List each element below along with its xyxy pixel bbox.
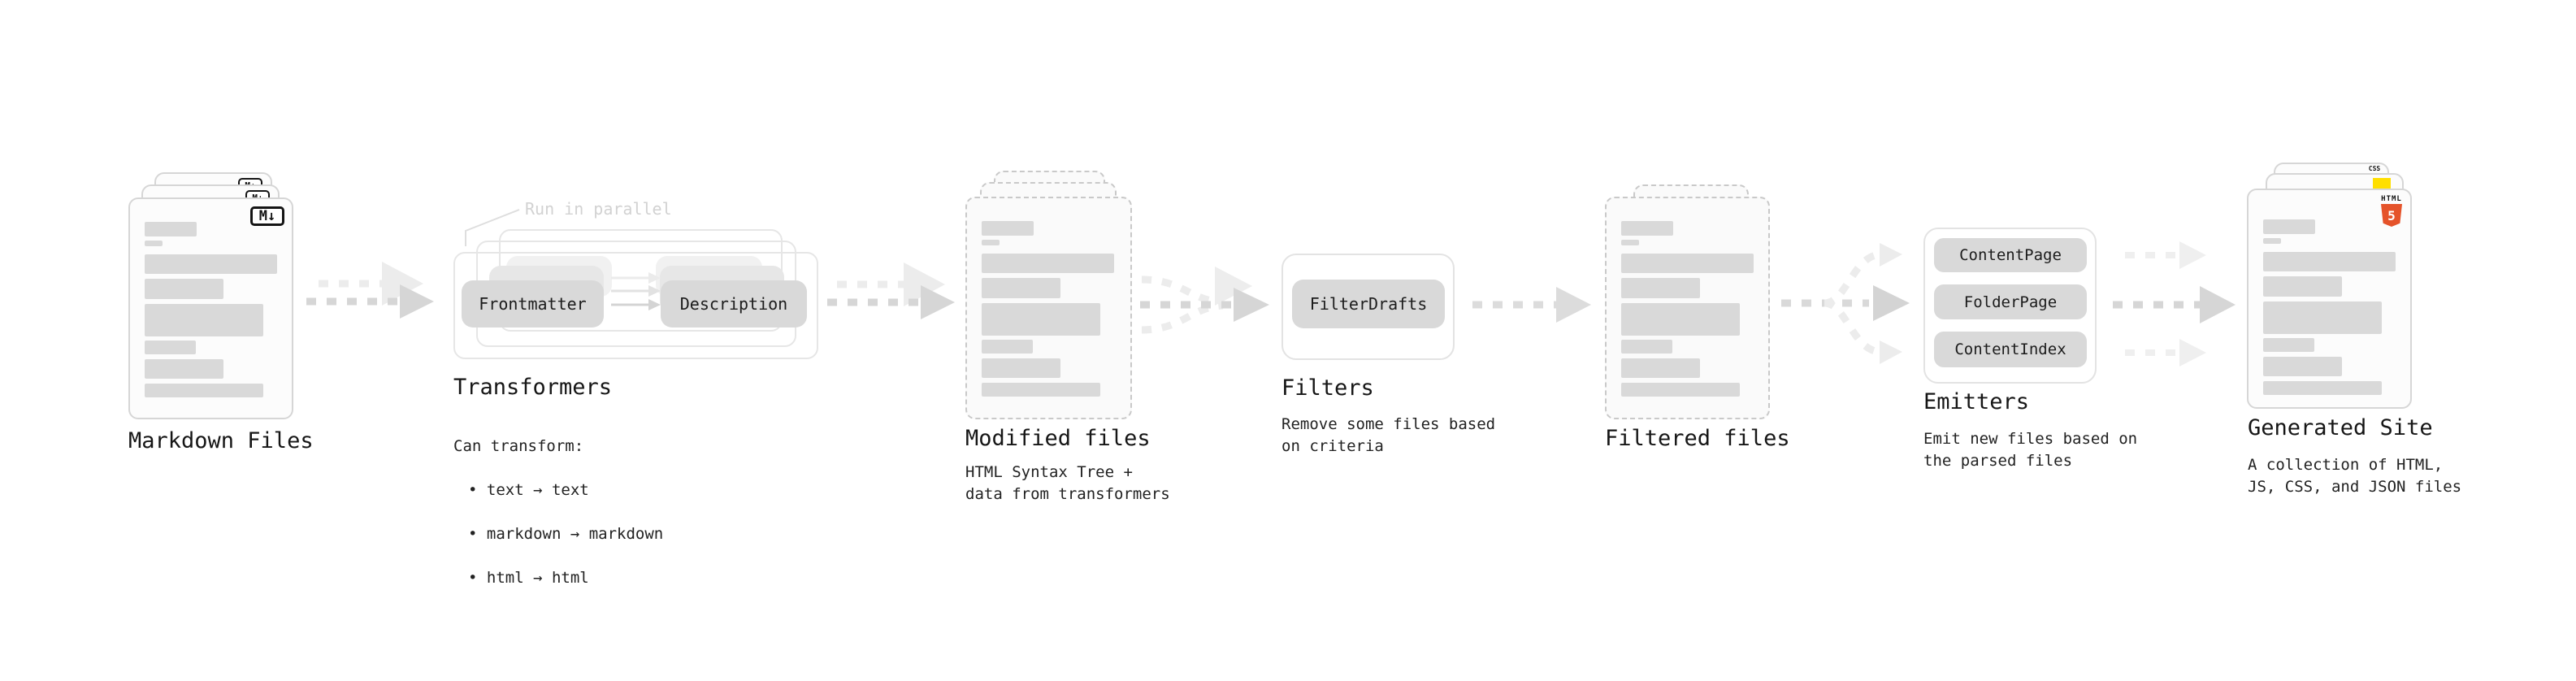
- stage-subtitle-generated-site: A collection of HTML, JS, CSS, and JSON …: [2248, 456, 2462, 496]
- html5-icon: HTML 5: [2379, 195, 2404, 227]
- arrow-emitters-to-generated: [2113, 241, 2236, 367]
- markdown-file-front: M↓: [128, 197, 293, 419]
- arrow-transformers-to-modified: [827, 262, 955, 319]
- stage-subtitle-filters: Remove some files based on criteria: [1281, 415, 1496, 455]
- arrow-markdown-to-transformers: [306, 262, 434, 319]
- stage-subtitle-modified-files: HTML Syntax Tree + data from transformer…: [965, 463, 1170, 503]
- stage-title-modified-files: Modified files: [965, 426, 1151, 451]
- document-text-placeholder: [145, 222, 277, 397]
- run-in-parallel-note: Run in parallel: [525, 199, 672, 219]
- stage-title-transformers: Transformers: [453, 375, 613, 400]
- pill-filterdrafts: FilterDrafts: [1292, 280, 1445, 328]
- generated-file-html: HTML 5: [2247, 189, 2412, 409]
- modified-file-front: [965, 197, 1132, 419]
- stage-title-filtered-files: Filtered files: [1605, 426, 1790, 451]
- document-text-placeholder: [1621, 221, 1754, 397]
- stage-title-generated-site: Generated Site: [2248, 415, 2433, 440]
- pill-folderpage: FolderPage: [1934, 284, 2087, 319]
- stage-subtitle-emitters: Emit new files based on the parsed files: [1923, 430, 2138, 470]
- markdown-icon: M↓: [250, 206, 284, 226]
- stage-title-filters: Filters: [1281, 375, 1374, 401]
- stage-subtitle-transformers: Can transform: • text → text • markdown …: [453, 437, 664, 587]
- document-text-placeholder: [2263, 219, 2396, 395]
- document-text-placeholder: [982, 221, 1116, 397]
- arrow-modified-to-filters-converging: [1140, 267, 1269, 334]
- pill-contentpage: ContentPage: [1934, 238, 2087, 272]
- pill-frontmatter: Frontmatter: [462, 280, 604, 327]
- filtered-file-front: [1605, 197, 1770, 419]
- transformer-box-front: [453, 252, 818, 359]
- arrow-filtered-to-emitters-fork: [1781, 243, 1910, 364]
- stage-title-emitters: Emitters: [1923, 389, 2030, 414]
- pill-contentindex: ContentIndex: [1934, 332, 2087, 367]
- javascript-icon: [2373, 178, 2391, 189]
- pill-description: Description: [661, 280, 807, 327]
- arrow-filters-to-filtered: [1472, 287, 1591, 323]
- stage-title-markdown-files: Markdown Files: [128, 428, 314, 453]
